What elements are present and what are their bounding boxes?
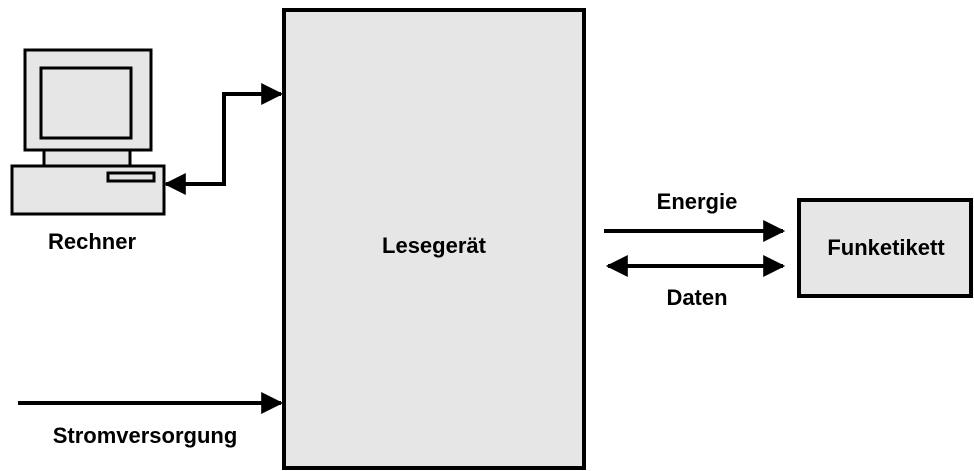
data-label: Daten [666, 285, 727, 310]
tag-label: Funketikett [827, 235, 945, 260]
energy-label: Energie [657, 189, 738, 214]
computer-label: Rechner [48, 229, 136, 254]
reader-box [282, 8, 586, 470]
tag-box [797, 198, 973, 298]
power-label: Stromversorgung [53, 423, 238, 448]
computer-reader-link [163, 83, 284, 195]
reader-label: Lesegerät [382, 233, 487, 258]
desktop-computer-icon [10, 48, 166, 216]
